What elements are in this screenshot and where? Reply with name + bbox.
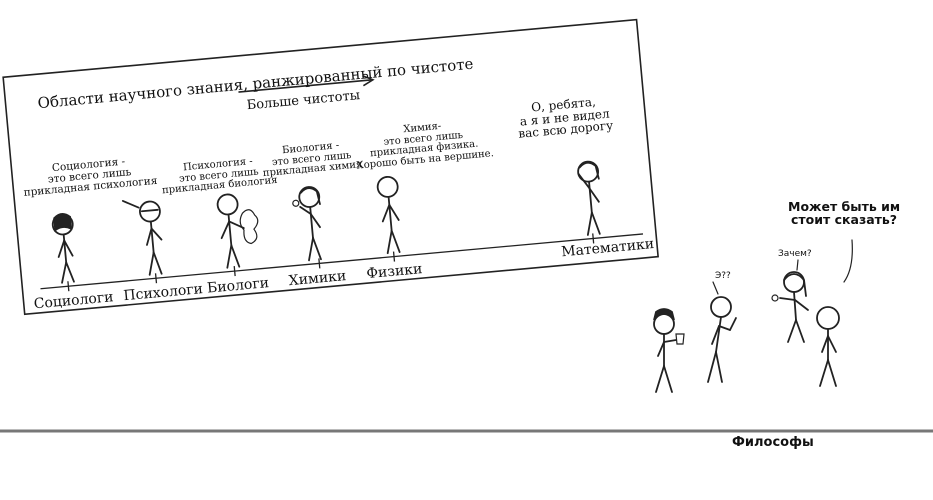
sociologist-figure [51, 213, 75, 284]
philosopher-4-figure [816, 306, 840, 387]
psychologist-figure [121, 200, 163, 276]
mathematician-figure [577, 160, 601, 236]
biologist-figure [216, 193, 259, 269]
philosopher-2-figure [707, 296, 737, 383]
comic-stage: Области научного знания, ранжированный п… [0, 18, 933, 450]
speech-maybe-tell: Может быть им стоит сказать? [788, 199, 901, 228]
philosophers-label: Философы [732, 435, 814, 450]
physicist-figure [376, 175, 401, 255]
philosopher-1-figure [653, 308, 685, 393]
speech-why: Зачем? [778, 249, 812, 259]
ground-line [0, 429, 933, 433]
philosopher-3-figure [771, 271, 809, 343]
philosophers-group [653, 239, 853, 393]
speech-huh: Э?? [715, 271, 731, 281]
arrow-right-icon [238, 79, 371, 93]
chemist-figure [292, 186, 322, 262]
